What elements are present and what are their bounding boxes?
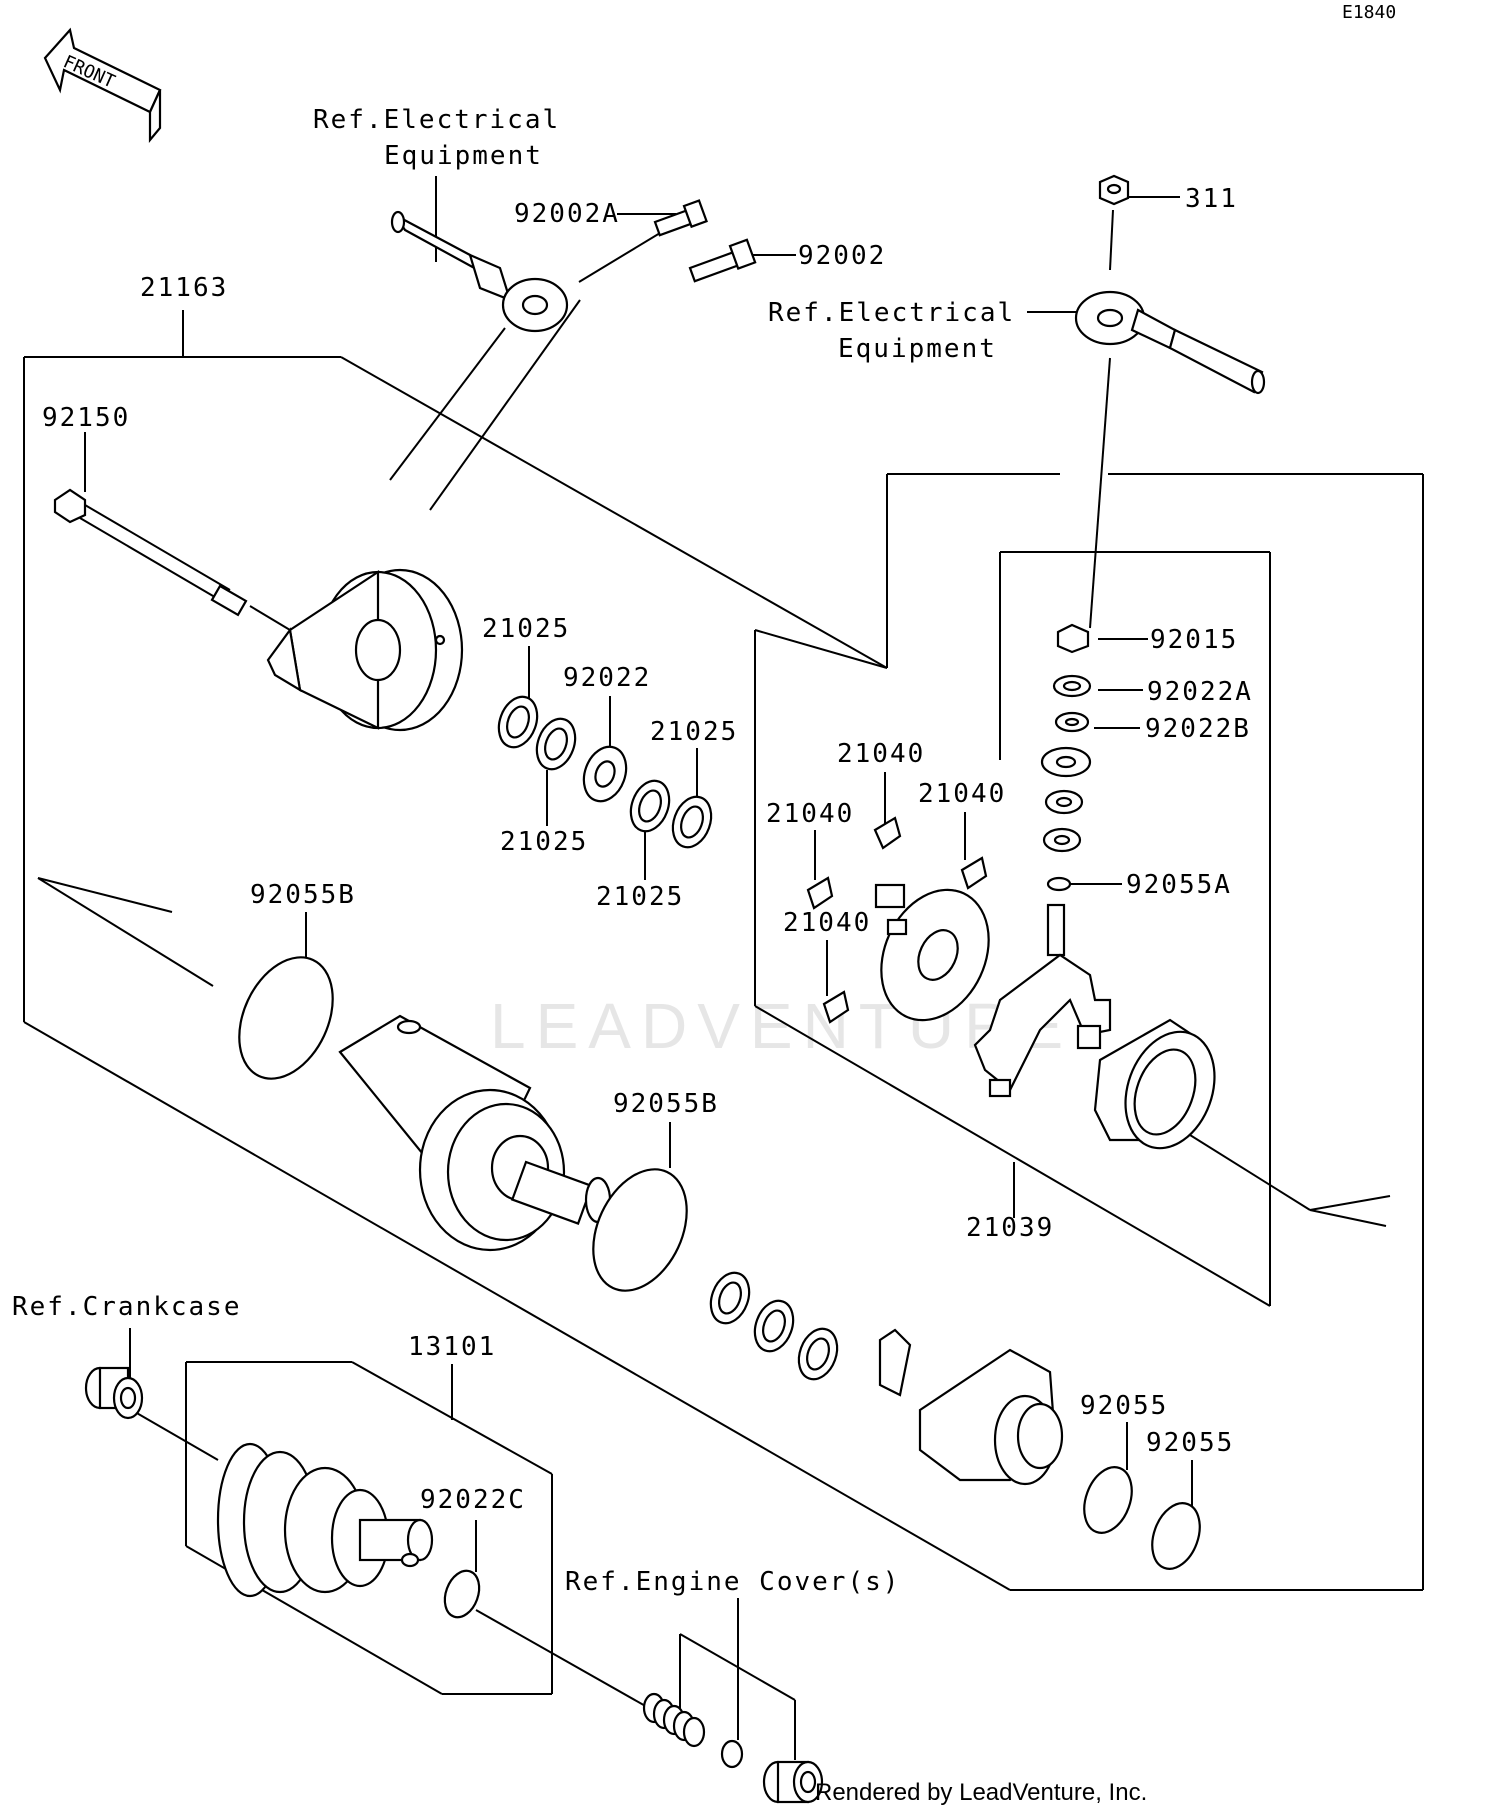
front-arrow-icon: FRONT <box>43 27 162 144</box>
diagram-code: E1840 <box>1342 2 1396 23</box>
brush-spring-21040-a <box>873 816 902 850</box>
part-label-92002A: 92002A <box>514 199 620 229</box>
part-label-311: 311 <box>1185 184 1238 214</box>
part-label-13101: 13101 <box>408 1332 496 1362</box>
washer-group-lower <box>709 1271 912 1397</box>
part-label-92022A: 92022A <box>1147 677 1253 707</box>
part-label-92055-a: 92055 <box>1080 1391 1168 1421</box>
terminal-nut-washer-stack <box>1040 623 1092 892</box>
part-label-21040-d: 21040 <box>783 908 871 938</box>
o-ring-92055-a <box>1083 1466 1133 1534</box>
part-label-92022B: 92022B <box>1145 714 1251 744</box>
ref-electrical-right-line2: Equipment <box>838 334 997 364</box>
washer-group-upper <box>497 695 713 849</box>
part-label-21025-c: 21025 <box>500 827 588 857</box>
ref-engine-cover: Ref.Engine Cover(s) <box>565 1567 900 1597</box>
top-cable-terminal <box>389 210 581 511</box>
brush-spring-21040-b <box>960 856 988 890</box>
ref-electrical-top-line1: Ref.Electrical <box>313 105 560 135</box>
part-label-92002: 92002 <box>798 241 886 271</box>
ref-crankcase: Ref.Crankcase <box>12 1292 242 1322</box>
washer-92022C <box>443 1569 481 1619</box>
commutator-end-housing <box>1093 1018 1216 1150</box>
end-cover-21163 <box>266 568 464 732</box>
o-ring-92055-b <box>1151 1502 1201 1570</box>
part-label-92022C: 92022C <box>420 1485 526 1515</box>
engine-cover-bushing <box>762 1760 824 1804</box>
part-label-92022: 92022 <box>563 663 651 693</box>
through-bolt-92150 <box>53 488 291 631</box>
credit-text: Rendered by LeadVenture, Inc. <box>815 1779 1147 1806</box>
part-label-92015: 92015 <box>1150 625 1238 655</box>
assembly-outline-21163 <box>23 310 1424 1591</box>
part-label-21039: 21039 <box>966 1213 1054 1243</box>
bolt-92002 <box>688 238 757 283</box>
right-cable-terminal <box>1074 290 1266 395</box>
small-washer <box>720 1739 744 1769</box>
o-ring-92055B-left <box>238 956 334 1080</box>
part-label-92055-b: 92055 <box>1146 1428 1234 1458</box>
part-label-21025-a: 21025 <box>482 614 570 644</box>
part-label-92055B-a: 92055B <box>250 880 356 910</box>
brush-spring-21040-d <box>822 990 850 1024</box>
watermark-text: LEADVENTURE <box>490 990 1073 1062</box>
part-label-21025-d: 21025 <box>596 882 684 912</box>
spring <box>642 1692 706 1748</box>
brush-holder-plate <box>874 883 990 1022</box>
nut-311 <box>1098 174 1130 206</box>
o-ring-92055B-right <box>592 1168 688 1292</box>
ref-electrical-right-line1: Ref.Electrical <box>768 298 1015 328</box>
starter-clutch-gear-13101 <box>216 1442 434 1598</box>
part-label-92055A: 92055A <box>1126 870 1232 900</box>
terminal-brush-bracket <box>973 903 1112 1098</box>
front-housing <box>918 1348 1064 1486</box>
part-label-21025-b: 21025 <box>650 717 738 747</box>
ref-electrical-top-line2: Equipment <box>384 141 543 171</box>
part-label-21040-b: 21040 <box>918 779 1006 809</box>
assembly-outline-21039 <box>754 551 1271 1307</box>
part-label-92150: 92150 <box>42 403 130 433</box>
part-label-21040-c: 21040 <box>766 799 854 829</box>
part-label-21163: 21163 <box>140 273 228 303</box>
part-label-21040-a: 21040 <box>837 739 925 769</box>
brush-spring-21040-c <box>806 876 834 910</box>
bolt-92002A <box>653 199 708 237</box>
crankcase-bushing <box>84 1366 144 1420</box>
part-label-92055B-b: 92055B <box>613 1089 719 1119</box>
